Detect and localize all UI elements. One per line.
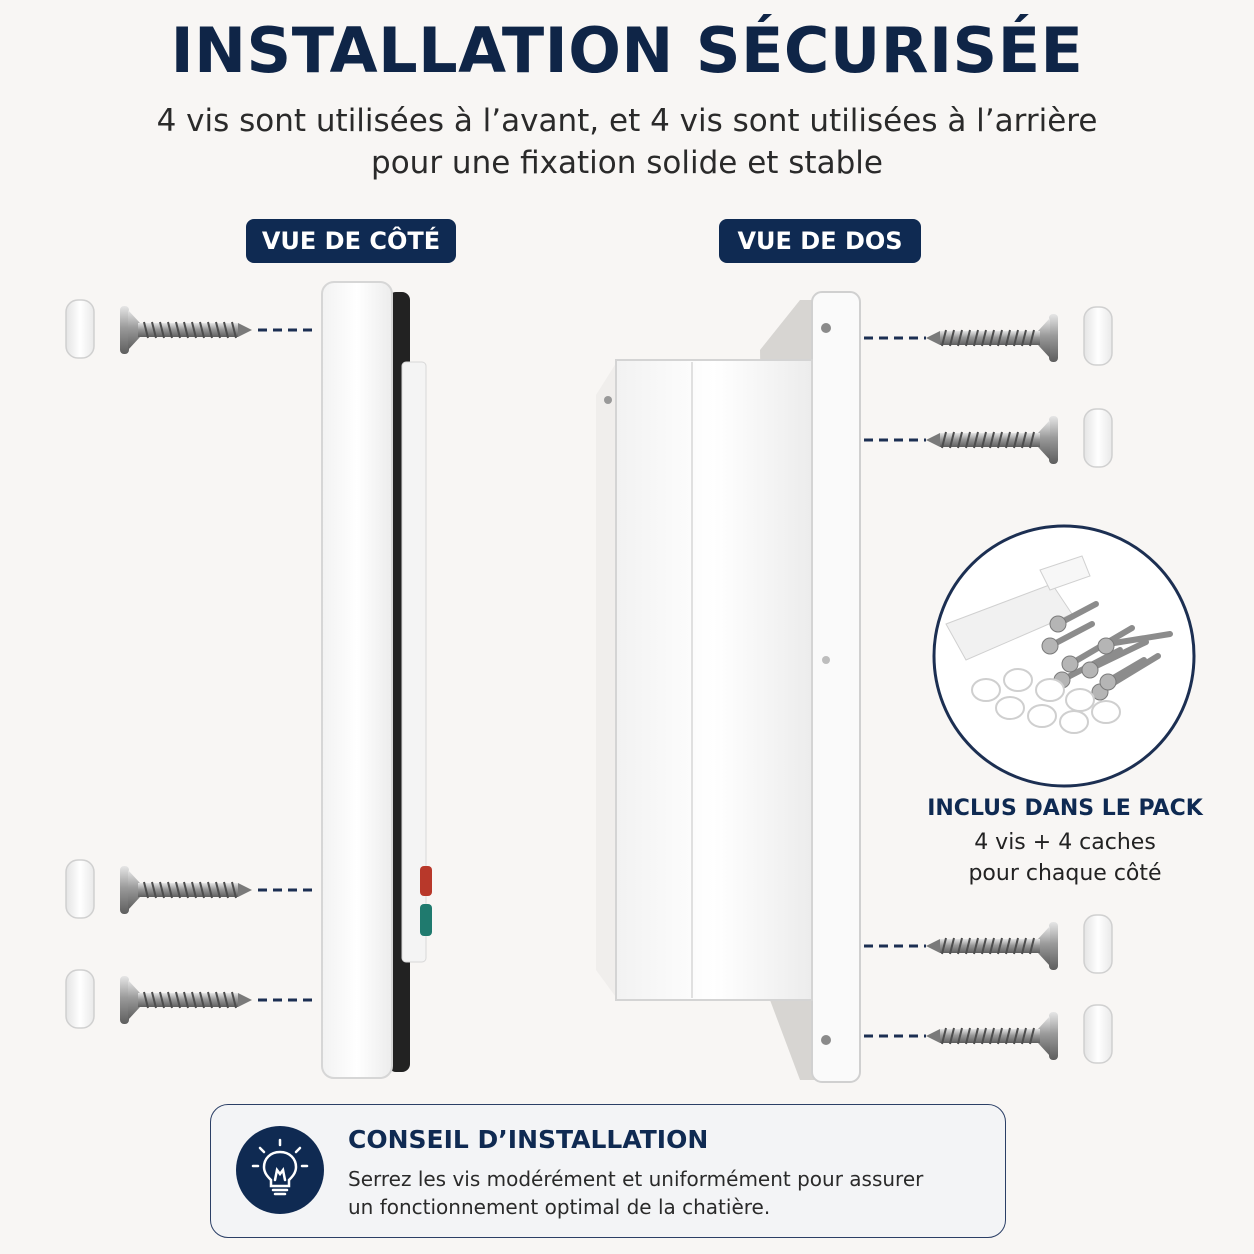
tip-text-line-2: un fonctionnement optimal de la chatière… bbox=[348, 1195, 771, 1219]
back-screw-set-4 bbox=[864, 1004, 1113, 1064]
side-screw-set-middle bbox=[65, 859, 318, 919]
back-screw-set-3 bbox=[864, 914, 1113, 974]
side-view-label: VUE DE CÔTÉ bbox=[246, 219, 456, 263]
tip-title: CONSEIL D’INSTALLATION bbox=[348, 1125, 709, 1154]
side-screw-set-bottom bbox=[65, 969, 318, 1029]
pack-line-2: pour chaque côté bbox=[968, 861, 1162, 886]
pack-line-1: 4 vis + 4 caches bbox=[974, 830, 1156, 855]
subtitle-line-2: pour une fixation solide et stable bbox=[371, 145, 883, 181]
back-view-label: VUE DE DOS bbox=[719, 219, 921, 263]
back-screw-set-2 bbox=[864, 408, 1113, 468]
pack-title: INCLUS DANS LE PACK bbox=[927, 796, 1203, 821]
tip-text: Serrez les vis modérément et uniformémen… bbox=[348, 1165, 968, 1221]
side-screw-set-top bbox=[65, 299, 318, 359]
back-view-device bbox=[596, 291, 861, 1083]
installation-tip-box: CONSEIL D’INSTALLATION Serrez les vis mo… bbox=[210, 1104, 1006, 1238]
lightbulb-icon bbox=[236, 1126, 324, 1214]
back-screw-set-1 bbox=[864, 306, 1113, 366]
page-title: INSTALLATION SÉCURISÉE bbox=[170, 14, 1084, 87]
subtitle-line-1: 4 vis sont utilisées à l’avant, et 4 vis… bbox=[156, 103, 1098, 139]
tip-text-line-1: Serrez les vis modérément et uniformémen… bbox=[348, 1167, 924, 1191]
pack-contents-image bbox=[932, 524, 1196, 788]
page-subtitle: 4 vis sont utilisées à l’avant, et 4 vis… bbox=[0, 100, 1254, 184]
side-view-device bbox=[321, 281, 432, 1079]
